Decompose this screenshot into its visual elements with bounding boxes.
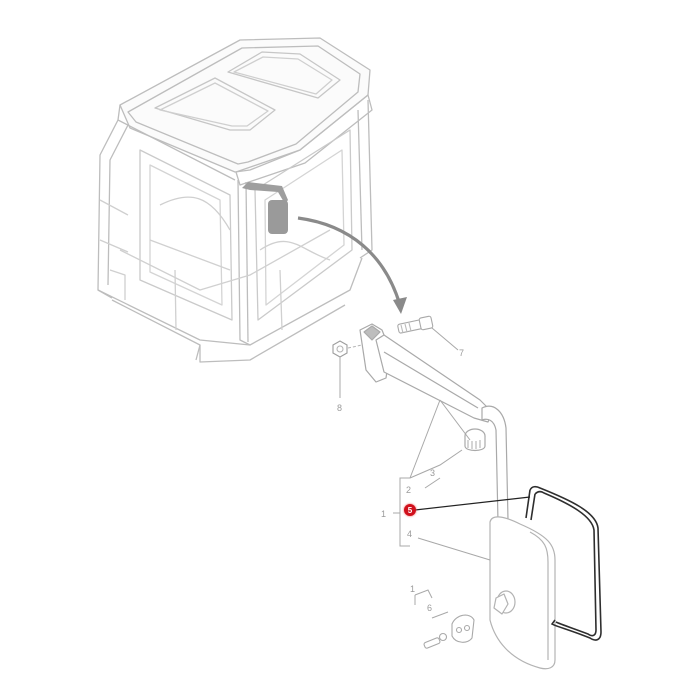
callout-2[interactable]: 2 bbox=[406, 485, 412, 495]
nut-part-8 bbox=[332, 340, 348, 358]
mirror-head bbox=[489, 516, 556, 670]
bolt-part-7 bbox=[397, 315, 434, 334]
callout-1-upper[interactable]: 1 bbox=[381, 509, 387, 519]
callout-8[interactable]: 8 bbox=[337, 403, 343, 413]
callout-1-lower[interactable]: 1 bbox=[410, 584, 416, 594]
mirror-seal-part-5 bbox=[525, 485, 602, 641]
mounted-mirror-highlight bbox=[242, 182, 288, 234]
mirror-arm bbox=[359, 323, 509, 523]
tractor-cab bbox=[97, 37, 373, 363]
callout-7[interactable]: 7 bbox=[459, 348, 465, 358]
callout-6[interactable]: 6 bbox=[427, 603, 433, 613]
selected-leader-line bbox=[414, 496, 531, 511]
selected-part-badge[interactable]: 5 bbox=[404, 504, 416, 516]
callout-4[interactable]: 4 bbox=[407, 529, 413, 539]
clamp-part-6 bbox=[423, 614, 475, 649]
leader-lines bbox=[339, 327, 491, 619]
curved-arrow-icon bbox=[297, 216, 407, 314]
callout-3[interactable]: 3 bbox=[430, 468, 436, 478]
